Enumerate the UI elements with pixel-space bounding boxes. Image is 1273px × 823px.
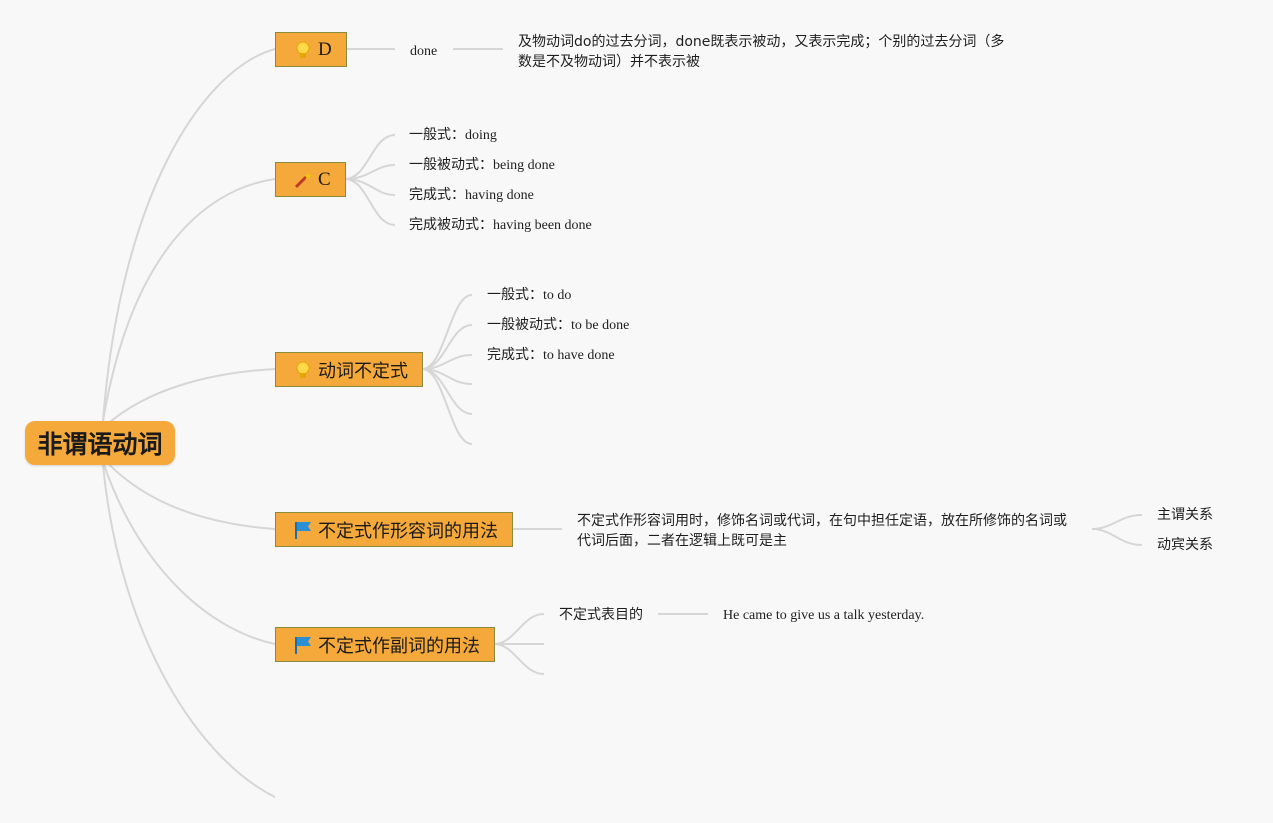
infinitive-form-item[interactable]: 完成式：to have done bbox=[487, 347, 615, 363]
topic-infinitive-label: 动词不定式 bbox=[318, 360, 408, 382]
topic-adverb-use-label: 不定式作副词的用法 bbox=[318, 635, 480, 657]
lightbulb-icon bbox=[292, 39, 314, 61]
adverb-use-example[interactable]: He came to give us a talk yesterday. bbox=[723, 608, 925, 623]
relation-item[interactable]: 主谓关系 bbox=[1157, 507, 1213, 523]
topic-infinitive[interactable]: 动词不定式 bbox=[275, 352, 423, 387]
topic-d-label: D bbox=[318, 38, 332, 60]
c-form-item[interactable]: 一般被动式：being done bbox=[409, 157, 555, 173]
topic-adjective-use-label: 不定式作形容词的用法 bbox=[318, 520, 498, 542]
lightbulb-icon bbox=[292, 359, 314, 381]
topic-adjective-use[interactable]: 不定式作形容词的用法 bbox=[275, 512, 513, 547]
topic-d-child[interactable]: done bbox=[410, 44, 438, 59]
topic-c[interactable]: C bbox=[275, 162, 346, 197]
adverb-use-child[interactable]: 不定式表目的 bbox=[559, 607, 643, 623]
adjective-use-description[interactable]: 不定式作形容词用时，修饰名词或代词，在句中担任定语，放在所修饰的名词或代词后面，… bbox=[577, 513, 1067, 549]
c-form-item[interactable]: 完成被动式：having been done bbox=[409, 217, 592, 233]
infinitive-form-item[interactable]: 一般式：to do bbox=[487, 287, 572, 303]
topic-c-label: C bbox=[318, 168, 331, 190]
flag-icon bbox=[292, 519, 314, 541]
infinitive-form-item[interactable]: 一般被动式：to be done bbox=[487, 317, 630, 333]
topic-d-description[interactable]: 及物动词do的过去分词，done既表示被动，又表示完成；个别的过去分词（多数是不… bbox=[518, 34, 1005, 70]
c-form-item[interactable]: 一般式：doing bbox=[409, 127, 497, 143]
magic-wand-icon bbox=[292, 169, 314, 191]
topic-adverb-use[interactable]: 不定式作副词的用法 bbox=[275, 627, 495, 662]
c-form-item[interactable]: 完成式：having done bbox=[409, 187, 534, 203]
root-topic-label: 非谓语动词 bbox=[37, 430, 163, 459]
relation-item[interactable]: 动宾关系 bbox=[1157, 537, 1213, 553]
root-topic[interactable]: 非谓语动词 bbox=[25, 421, 175, 465]
flag-icon bbox=[292, 634, 314, 656]
topic-d[interactable]: D bbox=[275, 32, 347, 67]
